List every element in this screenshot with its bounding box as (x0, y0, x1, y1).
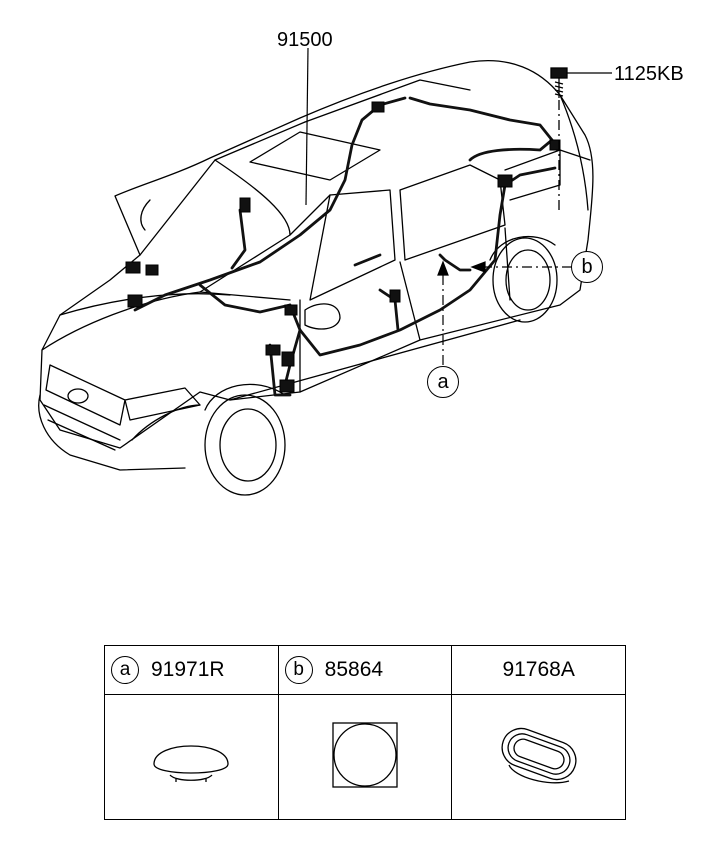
part-number-91768a: 91768A (502, 658, 575, 681)
front-wheel (204, 394, 286, 496)
oval-grommet-icon (501, 727, 577, 783)
square-pad-icon (332, 721, 398, 788)
front-grille (45, 364, 126, 426)
sunroof (249, 131, 381, 181)
leader-b (470, 261, 572, 273)
parts-table: a 91971R b 85864 91768A (104, 645, 626, 820)
car-outline (39, 60, 594, 449)
connectors (125, 101, 561, 393)
image-cell-c (451, 694, 626, 820)
header-cell-a: a 91971R (104, 645, 279, 695)
ref-b-circle: b (284, 656, 313, 684)
rear-wheel (492, 237, 558, 323)
image-cell-b (277, 694, 453, 820)
callout-91500: 91500 (277, 29, 333, 51)
ref-a-circle: a (111, 656, 139, 684)
header-cell-b: b 85864 (277, 645, 453, 695)
callout-1125kb: 1125KB (614, 63, 684, 85)
round-cap-plug-icon (153, 744, 229, 782)
image-cell-a (104, 694, 279, 820)
header-cell-c: 91768A (451, 645, 626, 695)
leader-91500 (305, 47, 309, 206)
side-mirror (304, 303, 341, 330)
callout-a-circle: a (427, 366, 459, 398)
leader-a (437, 260, 449, 365)
part-number-91971r: 91971R (151, 658, 225, 681)
callout-b-circle: b (571, 251, 603, 283)
bolt-icon (550, 67, 612, 212)
part-number-85864: 85864 (324, 658, 384, 681)
